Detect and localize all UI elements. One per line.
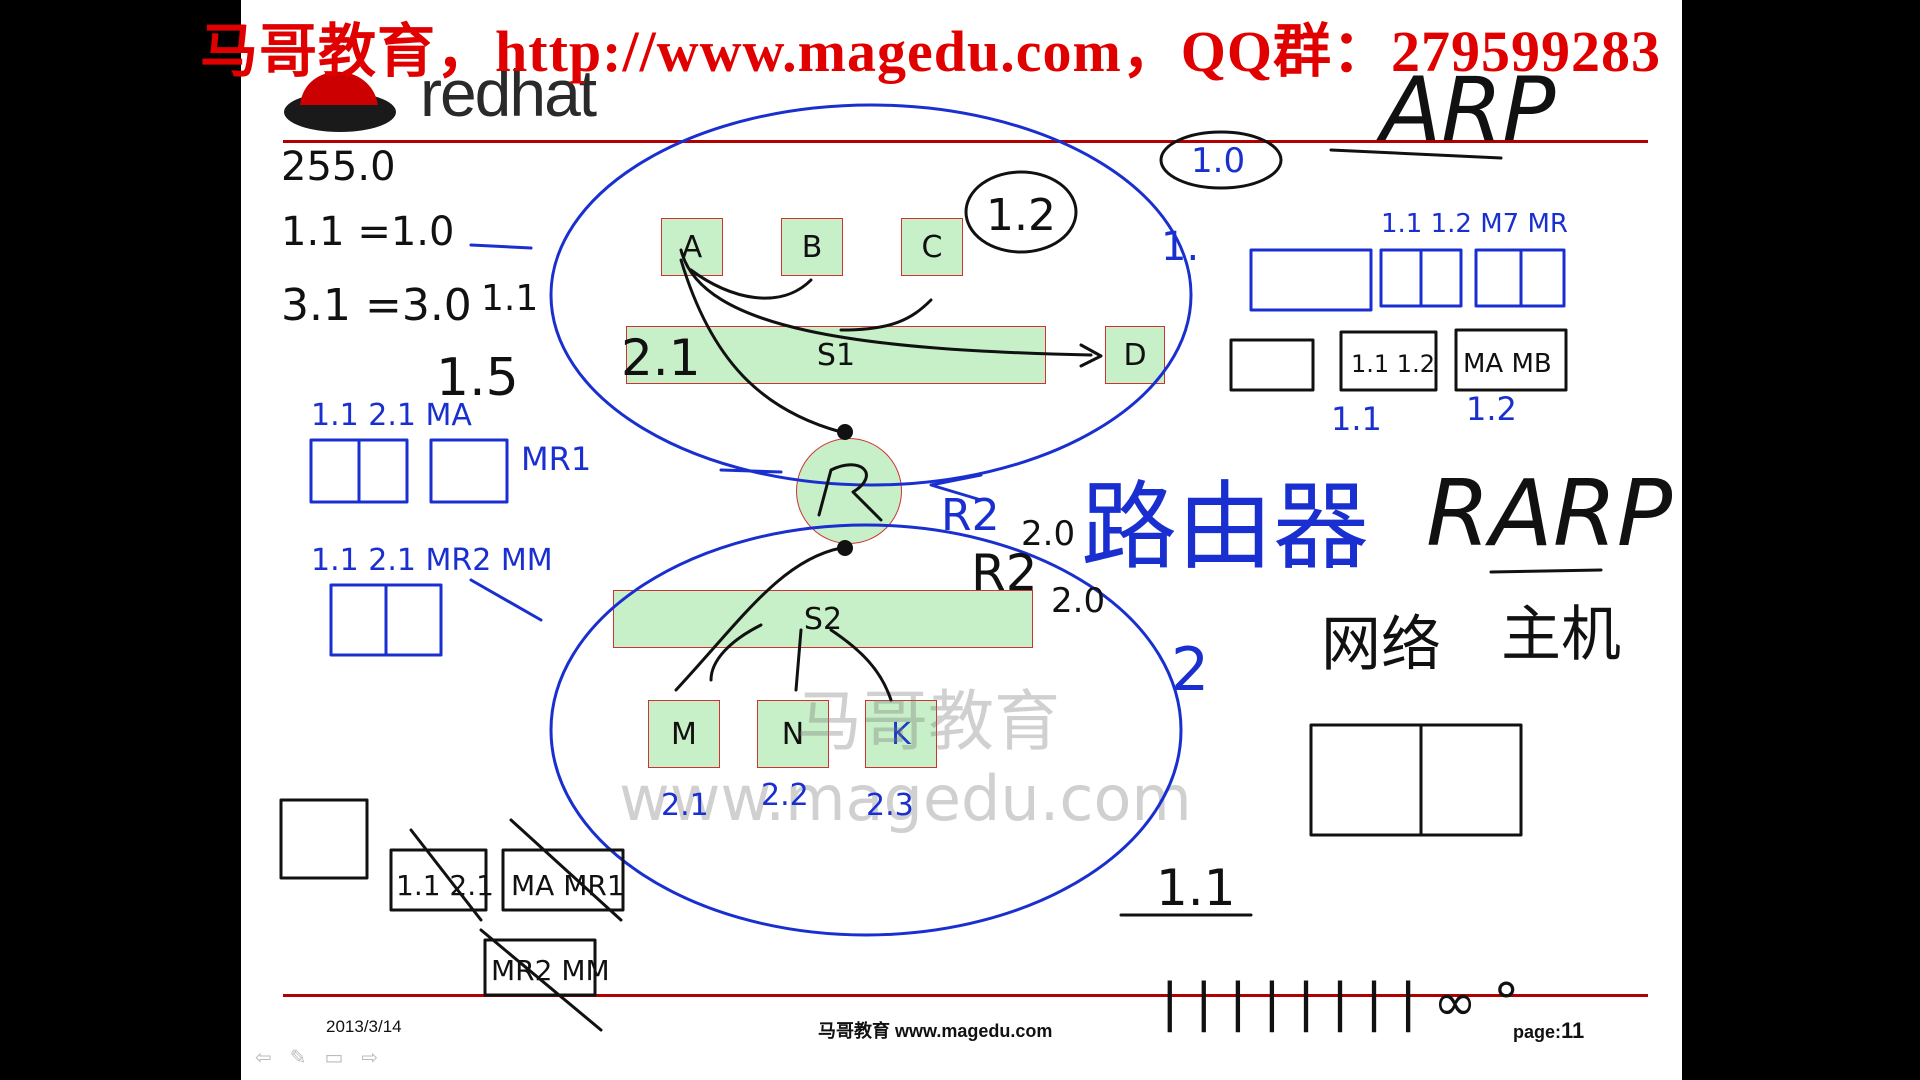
svg-text:R2: R2: [941, 490, 1000, 541]
svg-text:MA MR1: MA MR1: [511, 869, 625, 902]
promo-banner: 马哥教育，http://www.magedu.com，QQ群：279599283: [200, 19, 1662, 84]
svg-text:2.1: 2.1: [661, 788, 709, 823]
switch-s2: S2: [613, 590, 1033, 648]
svg-text:MR2 MM: MR2 MM: [491, 954, 610, 987]
redhat-logo-text: redhat: [420, 56, 597, 130]
svg-text:1.1: 1.1: [1156, 859, 1236, 917]
svg-text:| | | | | | | | ∞ °: | | | | | | | | ∞ °: [1161, 973, 1519, 1033]
svg-text:1.: 1.: [1161, 224, 1199, 270]
svg-text:MR1: MR1: [521, 440, 591, 478]
svg-text:R2: R2: [971, 544, 1038, 602]
forward-arrow-icon[interactable]: ⇨: [361, 1045, 379, 1069]
svg-text:255.0: 255.0: [281, 144, 396, 190]
back-arrow-icon[interactable]: ⇦: [255, 1045, 272, 1069]
svg-text:2.3: 2.3: [866, 788, 914, 823]
host-b: B: [781, 218, 843, 276]
svg-text:1.1 1.2: 1.1 1.2: [1351, 350, 1435, 378]
svg-text:网络: 网络: [1321, 610, 1441, 680]
host-d: D: [1105, 326, 1165, 384]
switch-s1: S1: [626, 326, 1046, 384]
svg-text:3.1 =3.0: 3.1 =3.0: [281, 280, 472, 331]
svg-text:1.2: 1.2: [986, 190, 1056, 241]
svg-text:1.1 1.2 M7 MR: 1.1 1.2 M7 MR: [1381, 209, 1568, 239]
handwriting-layer: 1.2 1.0 ARP RARP 255.0 1.1 =1.0 3.1 =3.0…: [279, 58, 1673, 1033]
svg-text:1.2: 1.2: [1466, 390, 1517, 428]
host-c: C: [901, 218, 963, 276]
svg-text:主机: 主机: [1501, 600, 1621, 670]
host-a: A: [661, 218, 723, 276]
bottom-rule: [283, 994, 1648, 997]
footer-page: page:11: [1513, 1018, 1585, 1043]
svg-text:1.5: 1.5: [436, 348, 519, 408]
svg-text:2.0: 2.0: [1021, 514, 1075, 554]
slideshow-nav: ⇦ ✎ ▭ ⇨: [255, 1045, 378, 1069]
svg-text:RARP: RARP: [1426, 460, 1673, 567]
top-rule: [283, 140, 1648, 143]
svg-text:2.2: 2.2: [761, 778, 809, 813]
svg-text:1.1: 1.1: [1331, 400, 1382, 438]
svg-text:MA MB: MA MB: [1463, 349, 1552, 379]
pen-icon[interactable]: ✎: [289, 1045, 307, 1069]
host-n: N: [757, 700, 829, 768]
redhat-shadowman-icon: [280, 60, 400, 145]
svg-text:2.0: 2.0: [1051, 581, 1105, 621]
slide-menu-icon[interactable]: ▭: [324, 1045, 344, 1069]
network-2-circle: [549, 523, 1183, 937]
slide-canvas: A B C S1 D S2 M N K 马哥教育 www.magedu.com …: [241, 0, 1682, 1080]
host-m: M: [648, 700, 720, 768]
network-1-circle: [549, 103, 1193, 487]
svg-text:路由器: 路由器: [1081, 471, 1369, 583]
svg-text:1.1 2.1 MR2 MM: 1.1 2.1 MR2 MM: [311, 543, 553, 578]
footer-center: 马哥教育 www.magedu.com: [818, 1021, 1053, 1041]
svg-text:ARP: ARP: [1376, 58, 1555, 161]
svg-text:1.1: 1.1: [481, 278, 538, 319]
watermark-cn: 马哥教育: [796, 683, 1060, 760]
host-k: K: [865, 700, 937, 768]
watermark-url: www.magedu.com: [619, 762, 1192, 835]
svg-text:1.1 2.1 MA: 1.1 2.1 MA: [311, 398, 472, 433]
svg-text:1.0: 1.0: [1191, 141, 1245, 181]
footer-date: 2013/3/14: [326, 1017, 402, 1036]
svg-text:1.1 =1.0: 1.1 =1.0: [281, 209, 454, 255]
svg-text:2.1: 2.1: [621, 329, 701, 387]
svg-text:2: 2: [1171, 635, 1209, 705]
